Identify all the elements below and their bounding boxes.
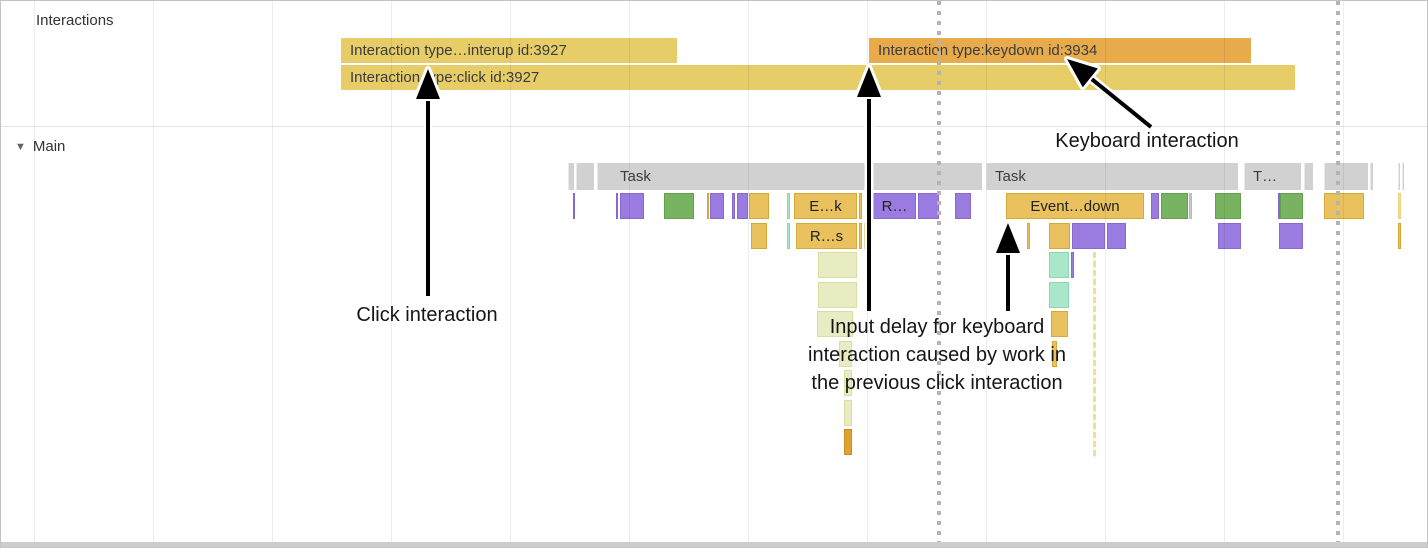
timeline-gridline <box>272 1 273 542</box>
flame-bar[interactable] <box>844 370 852 396</box>
flame-bar[interactable] <box>818 282 857 308</box>
flame-bar[interactable] <box>710 193 724 219</box>
flame-bar[interactable] <box>749 193 769 219</box>
flame-bar[interactable] <box>1051 311 1068 337</box>
main-track-label: Main <box>32 138 66 155</box>
flame-bar[interactable] <box>1279 223 1303 249</box>
flame-bar[interactable] <box>1398 193 1401 219</box>
dotted-marker-line <box>937 1 941 544</box>
flame-bar-Ek[interactable]: E…k <box>794 193 857 219</box>
flame-bar[interactable] <box>844 429 852 455</box>
flame-bar[interactable] <box>1151 193 1159 219</box>
flame-bar[interactable] <box>616 193 618 219</box>
interaction-bar-pointerup[interactable]: Interaction type…interup id:3927 <box>341 38 677 63</box>
flame-bar[interactable] <box>1072 223 1105 249</box>
timeline-gridline <box>153 1 154 542</box>
interactions-track-label: Interactions <box>36 12 114 29</box>
click-arrow <box>413 66 443 296</box>
flame-bar[interactable] <box>859 223 862 249</box>
annotation-input-delay: Input delay for keyboard interaction cau… <box>808 313 1066 397</box>
flame-bar[interactable] <box>707 193 709 219</box>
task-bar[interactable] <box>1324 163 1368 190</box>
task-bar[interactable] <box>576 163 594 190</box>
task-bar[interactable] <box>1304 163 1313 190</box>
flame-bar[interactable] <box>1215 193 1241 219</box>
flame-bar[interactable] <box>1278 193 1280 219</box>
flame-bar[interactable] <box>1049 252 1069 278</box>
dotted-marker-line <box>1336 1 1340 544</box>
flame-bar[interactable] <box>751 223 767 249</box>
flame-bar-Rs[interactable]: R…s <box>796 223 857 249</box>
flame-bar[interactable] <box>817 311 853 337</box>
main-track-header[interactable]: ▼ Main <box>15 138 65 155</box>
collapse-triangle-icon[interactable]: ▼ <box>15 141 26 153</box>
task-bar[interactable]: Task <box>986 163 1238 190</box>
flame-bar[interactable] <box>864 223 867 249</box>
flame-bar[interactable] <box>787 193 790 219</box>
flame-bar[interactable] <box>818 252 857 278</box>
task-bar[interactable] <box>1398 163 1400 190</box>
task-bar[interactable]: T… <box>1244 163 1301 190</box>
interaction-bar-click[interactable]: Interaction type:click id:3927 <box>341 65 1295 90</box>
track-separator <box>1 126 1427 127</box>
flame-bar[interactable] <box>620 193 644 219</box>
flame-bar[interactable] <box>1027 223 1030 249</box>
flame-bar[interactable] <box>859 193 862 219</box>
flame-bar[interactable] <box>1189 193 1192 219</box>
horizontal-scrollbar-track[interactable] <box>1 542 1427 547</box>
timeline-gridline <box>34 1 35 542</box>
flame-bar[interactable] <box>955 193 971 219</box>
annotation-click-interaction: Click interaction <box>356 304 498 326</box>
flame-bar[interactable] <box>1049 282 1069 308</box>
annotation-keyboard-interaction: Keyboard interaction <box>1055 130 1239 152</box>
annotation-input-delay-line3: the previous click interaction <box>811 372 1063 394</box>
flame-bar[interactable] <box>1161 193 1188 219</box>
flame-bar[interactable] <box>1107 223 1126 249</box>
flame-bar[interactable] <box>732 193 735 219</box>
flame-bar[interactable] <box>918 193 939 219</box>
flame-bar[interactable] <box>839 341 852 367</box>
task-bar[interactable] <box>1402 163 1404 190</box>
task-bar[interactable] <box>1370 163 1373 190</box>
flame-bar[interactable] <box>1218 223 1241 249</box>
input-delay-arrow-right <box>993 220 1023 311</box>
flame-bar[interactable] <box>1071 252 1074 278</box>
interaction-bar-keydown[interactable]: Interaction type:keydown id:3934 <box>869 38 1251 63</box>
flame-bar[interactable] <box>1398 223 1401 249</box>
flame-dashed-column <box>1093 252 1096 458</box>
flame-bar[interactable] <box>573 193 575 219</box>
flame-bar-Eventdown[interactable]: Event…down <box>1006 193 1144 219</box>
flame-bar[interactable] <box>844 400 852 426</box>
flame-bar[interactable] <box>1280 193 1303 219</box>
flame-bar[interactable] <box>1324 193 1364 219</box>
flame-bar[interactable] <box>664 193 694 219</box>
flame-bar-R[interactable]: R… <box>873 193 916 219</box>
timeline-gridline <box>1343 1 1344 542</box>
flame-bar[interactable] <box>1049 223 1070 249</box>
task-bar[interactable] <box>568 163 574 190</box>
flame-bar[interactable] <box>737 193 748 219</box>
annotation-input-delay-line1: Input delay for keyboard <box>829 316 1045 338</box>
task-bar[interactable]: Task <box>597 163 982 190</box>
flame-bar[interactable] <box>787 223 790 249</box>
flame-bar[interactable] <box>1052 341 1057 367</box>
annotation-input-delay-line2: interaction caused by work in <box>808 344 1066 366</box>
